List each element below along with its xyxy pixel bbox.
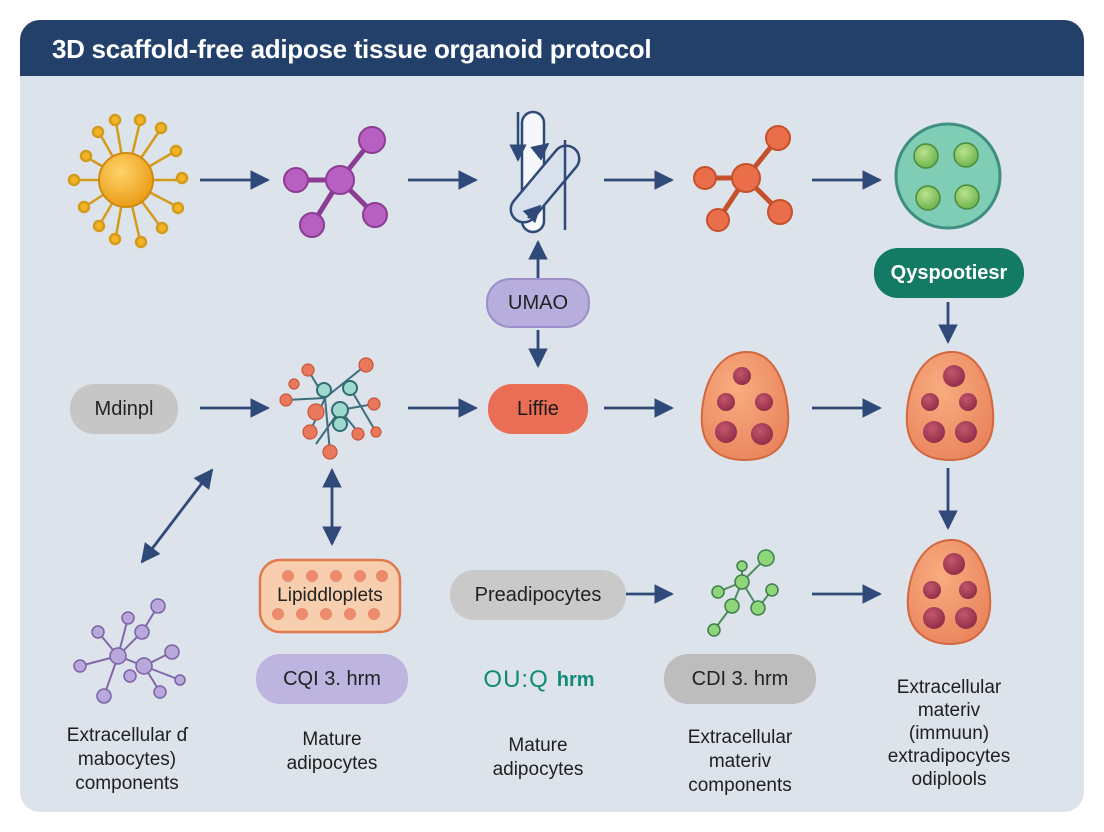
diagram-panel: 3D scaffold-free adipose tissue organoid…: [20, 20, 1084, 812]
molecule-purple-icon: [283, 126, 388, 238]
lipid-droplets-container: [258, 558, 402, 634]
preadipocyte-network-icon: [707, 549, 779, 637]
ou-hrm-text: hrm: [556, 668, 595, 691]
caption-ecm-right: Extracellular materiv (immuun) extradipo…: [887, 677, 1011, 790]
mesenchymal-cell-icon: [67, 113, 189, 249]
umao-label: UMAO: [486, 278, 590, 328]
preadipocytes-label: Preadipocytes: [450, 570, 626, 620]
spheroid-icon: [894, 122, 1002, 230]
adipocyte-icon: [700, 350, 790, 462]
arrow: [140, 468, 214, 564]
cluster-network-icon: [279, 357, 382, 460]
page-title: 3D scaffold-free adipose tissue organoid…: [52, 34, 652, 64]
cdi-hrm-label: CDI 3. hrm: [664, 654, 816, 704]
caption-mature-adipocytes: Mature adipocytes: [286, 729, 378, 774]
title-bar: 3D scaffold-free adipose tissue organoid…: [20, 20, 1084, 76]
flow-arrows: [140, 170, 958, 604]
bioreactor-tube-icon: [509, 110, 581, 234]
ou-glyph: OU:Q: [483, 666, 549, 693]
adipocyte-icon: [906, 538, 992, 646]
ou-hrm-label: OU:Q hrm: [472, 662, 606, 698]
cqi-hrm-label: CQI 3. hrm: [256, 654, 408, 704]
qyspootiesr-label: Qyspootiesr: [874, 248, 1024, 298]
adipocyte-icon: [905, 350, 995, 462]
caption-mature-adipocytes: Mature adipocytes: [492, 735, 584, 780]
protocol-diagram: [67, 110, 1002, 704]
caption-ecm-middle: Extracellular materiv components: [687, 727, 793, 796]
extracellular-matrix-icon: [73, 598, 186, 704]
lipid-droplets-label: Lipiddloplets: [277, 585, 383, 606]
caption-ecm-left: Extracellular ɗ mabocytes) components: [66, 725, 188, 794]
liffie-label: Liffie: [488, 384, 588, 434]
mdinpl-label: Mdinpl: [70, 384, 178, 434]
molecule-orange-icon: [693, 125, 793, 232]
